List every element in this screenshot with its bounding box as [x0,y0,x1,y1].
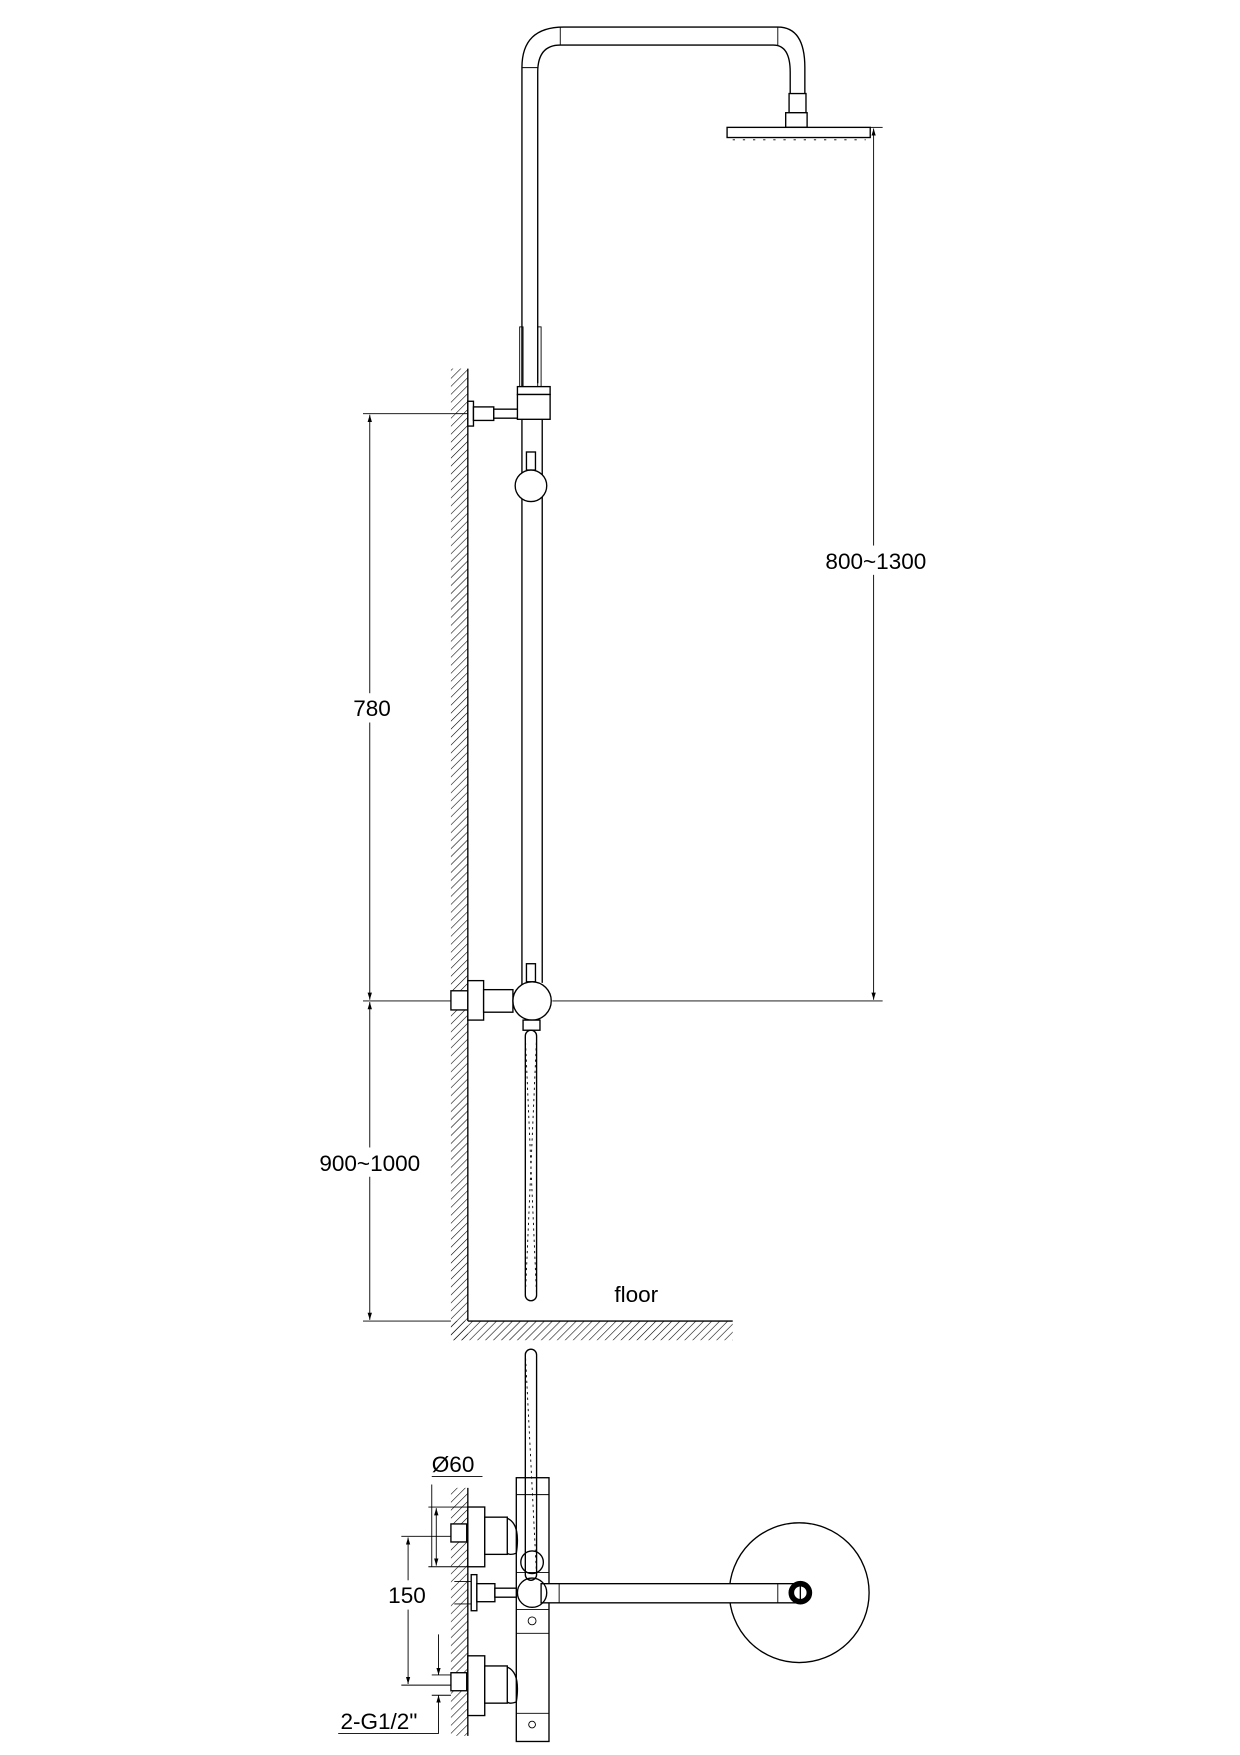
dimension-bracket-spacing: 780 [347,413,455,1002]
dimension-mixer-height: 900~1000 [306,1002,451,1322]
dimension-label-head-height: 800~1300 [825,549,926,574]
slider-knob [514,451,548,503]
inlet-spacing-label: 150 [388,1583,426,1608]
dimension-label-bracket-spacing: 780 [353,696,391,721]
wall [450,368,469,1341]
top-wall-bracket [454,385,551,427]
escutcheon-diameter-label: Ø60 [432,1452,475,1477]
inlet-thread-label: 2-G1/2" [340,1709,417,1734]
top-view: Ø60 150 2-G1/2" [338,1348,870,1743]
shower-hose [524,1029,538,1302]
mixer-valve [450,963,552,1031]
dimension-head-height: 800~1300 [552,126,938,1002]
floor [450,1320,733,1341]
riser-pipe [519,26,806,1004]
shower-head [726,92,871,141]
dimension-label-mixer-height: 900~1000 [319,1151,420,1176]
floor-label: floor [614,1282,658,1307]
